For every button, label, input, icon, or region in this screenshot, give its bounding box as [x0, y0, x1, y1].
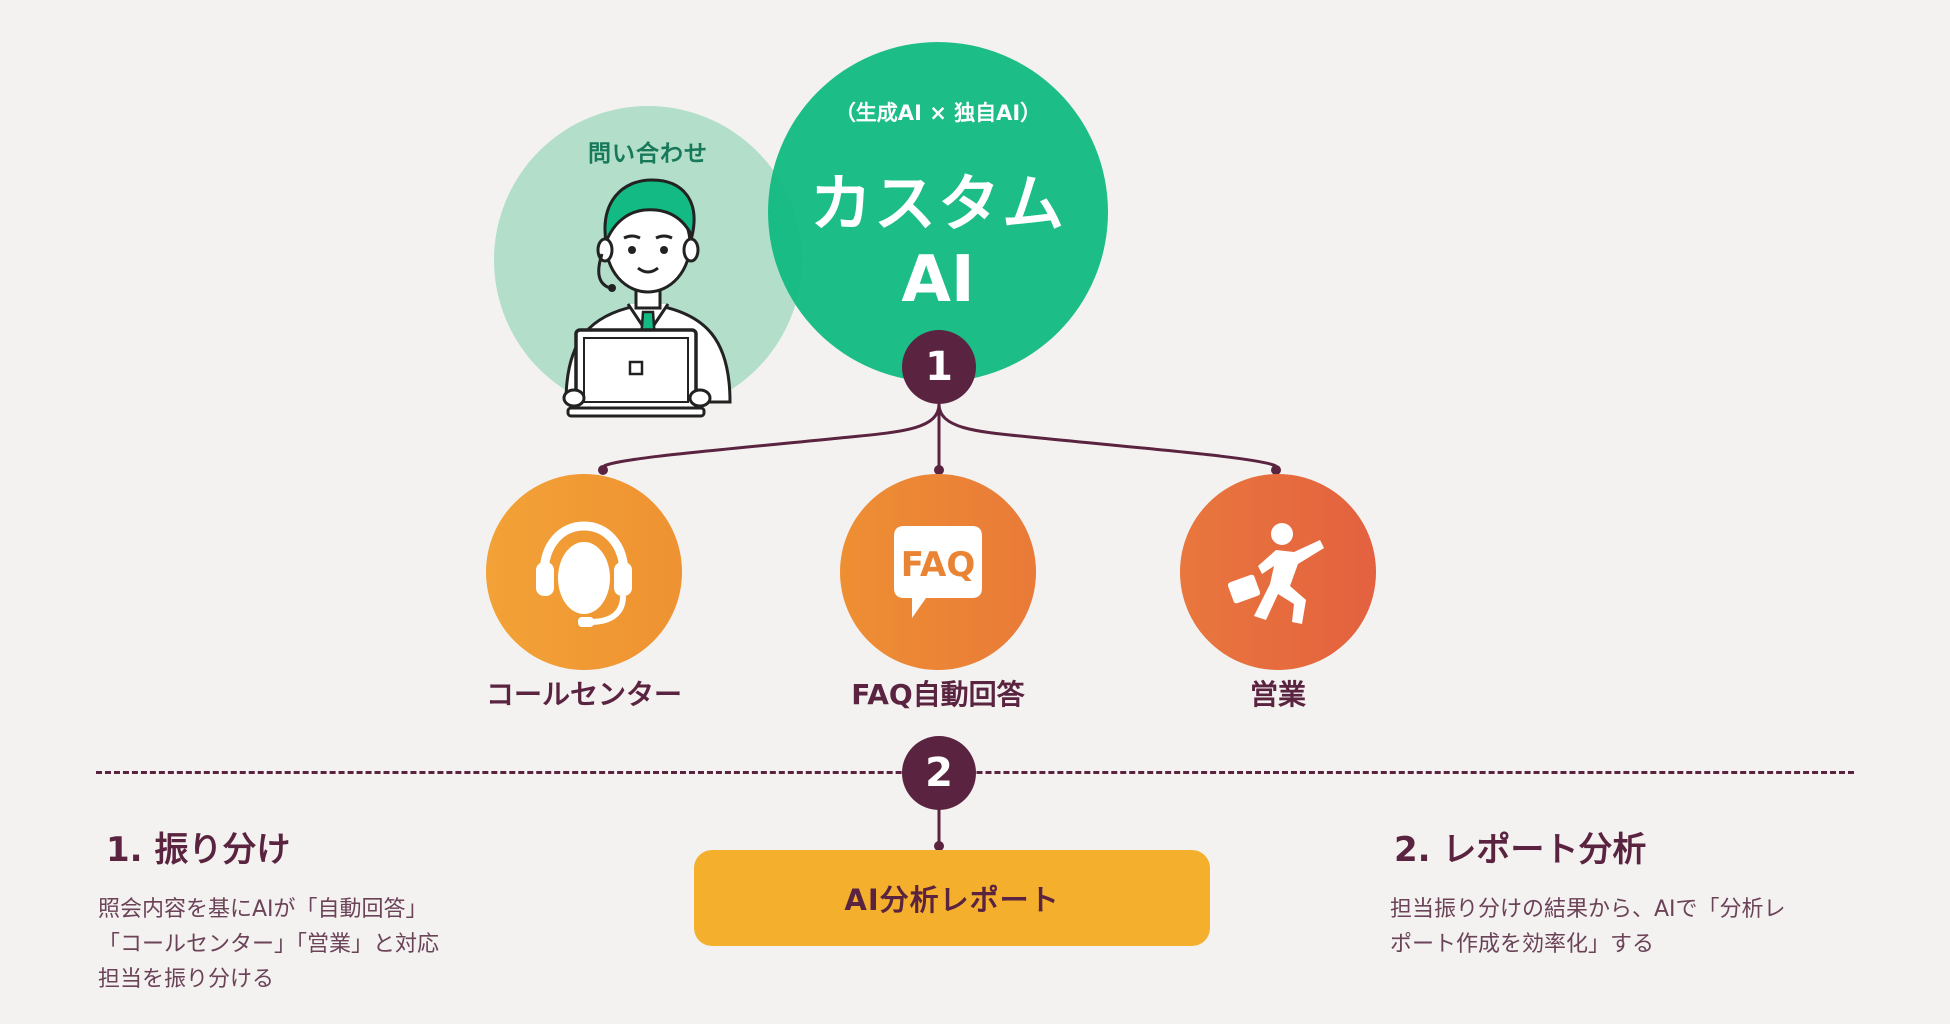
- salesperson-icon: [1227, 523, 1324, 624]
- faq-icon-text: FAQ: [901, 545, 976, 585]
- section-title-report: 2. レポート分析: [1394, 830, 1647, 870]
- inquiry-label: 問い合わせ: [588, 141, 708, 167]
- custom-ai-subtitle: （生成AI × 独自AI）: [834, 101, 1042, 125]
- headset-icon: [536, 521, 632, 627]
- connector-dot-sales: [1271, 465, 1281, 475]
- channel-label-faq: FAQ自動回答: [851, 678, 1025, 711]
- section-text-line: ポート作成を効率化」する: [1390, 932, 1655, 957]
- custom-ai-title-line2: AI: [901, 243, 975, 317]
- faq-circle: FAQ: [840, 474, 1036, 670]
- faq-bubble-icon: FAQ: [894, 526, 982, 618]
- sales-circle: [1180, 474, 1376, 670]
- section-text-routing: 照会内容を基にAIが「自動回答」 「コールセンター」「営業」と対応 担当を振り分…: [98, 892, 518, 997]
- call-center-circle: [486, 474, 682, 670]
- section-title-routing: 1. 振り分け: [106, 830, 291, 870]
- connector-dot-faq: [934, 465, 944, 475]
- section-text-line: 照会内容を基にAIが「自動回答」: [98, 897, 428, 922]
- connector-to-sales: [937, 403, 1277, 468]
- operator-illustration: [562, 178, 732, 418]
- channel-label-sales: 営業: [1249, 678, 1306, 711]
- custom-ai-title-line1: カスタム: [809, 167, 1066, 240]
- custom-ai-circle: [768, 42, 1108, 382]
- step-badge-1: 1: [902, 330, 976, 404]
- section-text-report: 担当振り分けの結果から、AIで「分析レ ポート作成を効率化」する: [1390, 892, 1850, 962]
- channel-label-call-center: コールセンター: [485, 678, 682, 711]
- step-badge-2: 2: [902, 736, 976, 810]
- connector-dot-report: [934, 841, 944, 851]
- section-text-line: 「コールセンター」「営業」と対応: [98, 932, 440, 957]
- section-text-line: 担当振り分けの結果から、AIで「分析レ: [1390, 897, 1786, 922]
- ai-report-box: AI分析レポート: [694, 850, 1210, 946]
- connector-to-call-center: [603, 403, 941, 468]
- connector-dot-call-center: [598, 465, 608, 475]
- section-text-line: 担当を振り分ける: [98, 967, 275, 992]
